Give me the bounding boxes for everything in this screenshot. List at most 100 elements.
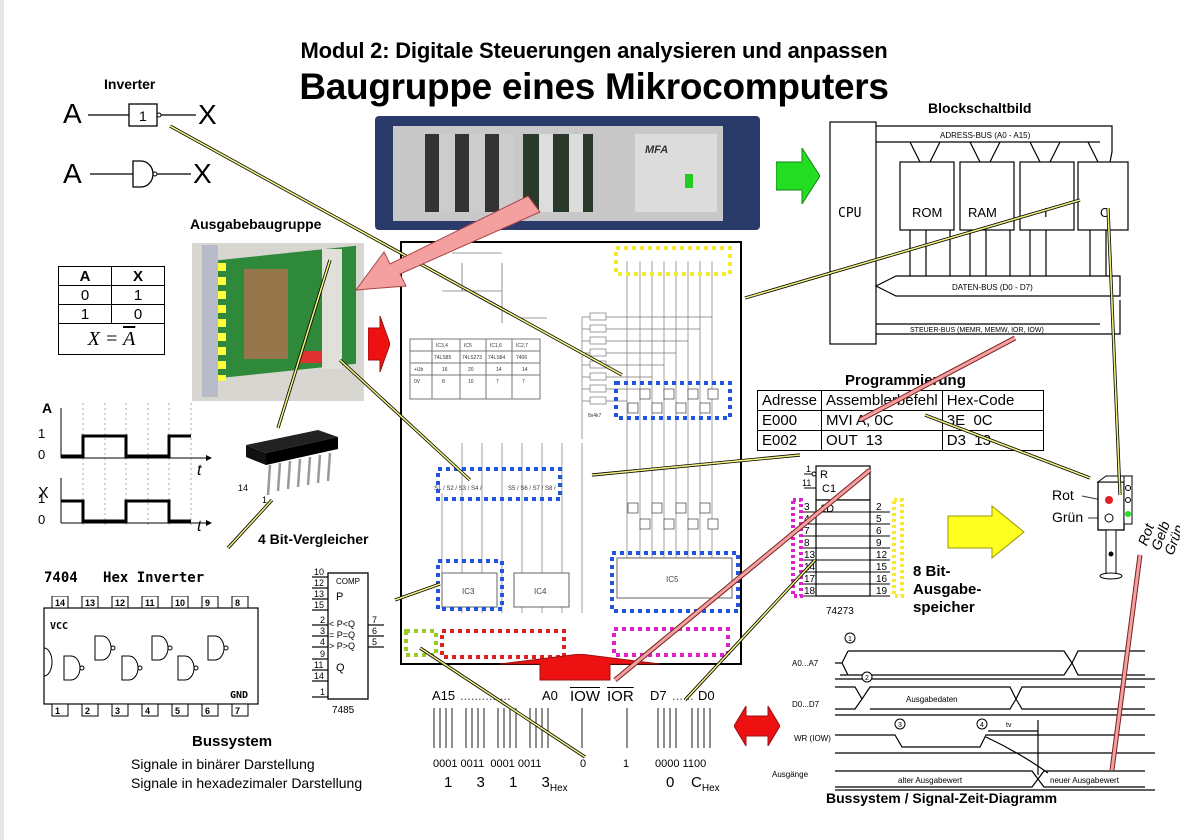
svg-text:t: t [197,518,202,533]
svg-text:A: A [63,158,82,189]
board-front-panel [202,245,218,397]
pin-bottom [111,703,129,717]
svg-text:14: 14 [314,671,324,681]
svg-text:IC5: IC5 [666,575,679,584]
red-arrow-up-icon [500,654,660,681]
svg-text:13: 13 [314,589,324,599]
svg-text:R: R [820,469,828,481]
pin-top [111,596,129,609]
svg-text:1: 1 [806,464,811,474]
highlight-led-outputs [614,246,732,276]
svg-text:IC3: IC3 [462,587,475,596]
page-title: Baugruppe eines Mikrocomputers [299,66,889,107]
bus-signal-lines [433,708,711,748]
pin-bottom-label: 2 [85,706,90,716]
pin-top [141,596,159,609]
svg-text:11: 11 [802,478,811,488]
latch-pin-right: 6 [876,526,882,537]
svg-text:VCC: VCC [50,621,68,632]
pin-top [51,596,69,609]
svg-text:Rot: Rot [1135,521,1158,548]
svg-text:IC2,7: IC2,7 [516,343,528,349]
svg-text:2: 2 [865,675,869,682]
green-arrow-icon [776,148,820,204]
highlight-data [612,627,730,657]
bus-signal-readout: A15 .............. A0 IOW IOR D7 ...... … [430,688,730,798]
svg-text:X: X [193,158,212,189]
data-label-lo: D0 [698,688,715,703]
svg-text:4: 4 [320,637,325,647]
inverter-label: Inverter [104,76,156,92]
svg-text:5: 5 [372,637,377,647]
addr-hex: 1 3 1 3Hex [444,774,568,794]
blockschaltbild-label: Blockschaltbild [928,100,1032,116]
new-value-label: neuer Ausgabewert [1050,776,1120,785]
pin-top-label: 9 [205,598,210,608]
pcb-proto-area [244,269,288,359]
pin-top-label: 8 [235,598,240,608]
latch-pin-left: 18 [804,586,816,597]
red-double-arrow-icon [734,706,780,746]
svg-text:CPU: CPU [838,206,861,221]
pin-top [171,596,189,609]
data-label-hi: D7 [650,688,667,703]
svg-text:1: 1 [320,687,325,697]
svg-text:1D: 1D [820,503,834,515]
led-row [218,263,226,381]
pin-bottom [81,703,99,717]
old-value-label: alter Ausgabewert [898,776,963,785]
svg-text:RAM: RAM [968,205,997,220]
pin-top-label: 11 [145,598,155,608]
ior-label: IOR [607,688,634,705]
binary-caption: Signale in binärer Darstellung [131,756,315,772]
svg-text:20: 20 [468,367,474,373]
svg-text:4: 4 [980,722,984,729]
bussystem-label: Bussystem [192,733,273,750]
data-binary: 0000 [655,758,680,770]
latch-pin-left: 8 [804,538,810,549]
ic4 [513,572,570,608]
comparator-label: 4 Bit-Vergleicher [258,531,369,547]
latch-pin-left: 3 [804,502,810,513]
col-hex: Hex-Code [941,390,1044,411]
latch-pin-right: 15 [876,562,888,573]
svg-text:3: 3 [898,722,902,729]
latch-pin-right: 2 [876,502,882,513]
svg-text:Q: Q [336,662,345,674]
pin-bottom [51,703,69,717]
svg-text:74LS85: 74LS85 [434,355,451,361]
signal-ausgaenge: Ausgänge [772,770,809,779]
green-lamp-off [1104,513,1114,523]
inverter-symbol-text: 1 [139,108,147,124]
svg-text:I: I [1044,205,1048,220]
left-margin-bar [0,0,4,840]
svg-text:7: 7 [372,615,377,625]
hex-caption: Signale in hexadezimaler Darstellung [131,775,363,791]
truth-cell: 0 [58,285,112,305]
signal-a0a7: A0...A7 [792,659,819,668]
ampel-rot-label: Rot [1052,487,1074,503]
truth-formula: X = A [58,323,165,355]
rack-cards [425,134,515,212]
svg-text:8: 8 [442,379,445,385]
latch-pin-left: 13 [804,550,816,561]
svg-text:10: 10 [468,379,474,385]
svg-text:7: 7 [522,379,525,385]
svg-text:ROM: ROM [912,205,942,220]
table-row: E000 MVI A, 0C 3E 0C [756,410,1044,431]
svg-text:74LS273: 74LS273 [462,355,482,361]
program-table: Adresse Assemblerbefehl Hex-Code E000 MV… [756,390,1044,451]
pin-top [231,596,249,609]
signal-wr: WR (IOW) [794,734,831,743]
latch-pin-right: 12 [876,550,888,561]
pin-top-label: 14 [55,598,65,608]
programmierung-label: Programmierung [845,372,966,389]
traffic-light: Rot Grün Rot Gelb Grün [1052,475,1180,580]
latch-pin-right: 16 [876,574,888,585]
svg-text:10: 10 [314,567,324,577]
hex-inverter-title: 7404 Hex Inverter [44,570,205,586]
pin-bottom [141,703,159,717]
